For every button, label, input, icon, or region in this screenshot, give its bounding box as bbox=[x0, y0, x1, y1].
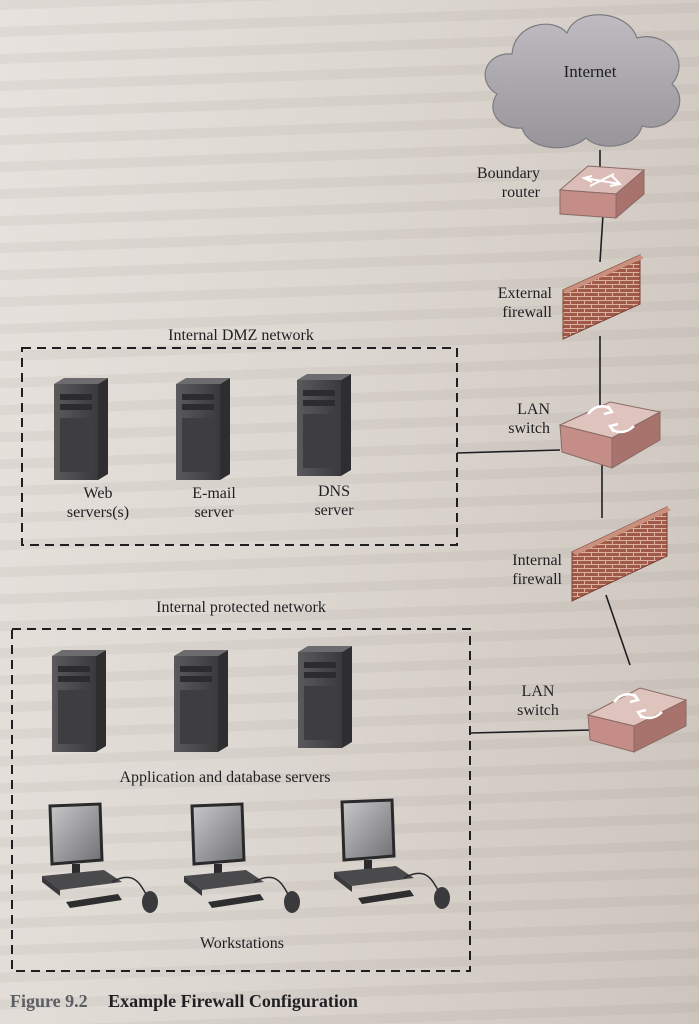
figure-title: Example Firewall Configuration bbox=[108, 991, 358, 1011]
workstation-icon-2 bbox=[184, 802, 300, 913]
email-server-label-line1: E-mail bbox=[192, 485, 236, 502]
workstations-label: Workstations bbox=[199, 935, 285, 952]
web-server-label: Web servers(s) bbox=[48, 484, 148, 522]
internal-firewall-label-line1: Internal bbox=[512, 552, 562, 569]
router-label-line1: Boundary bbox=[476, 165, 540, 182]
link-internal-firewall-switch bbox=[605, 594, 631, 666]
router-label: Boundary router bbox=[440, 164, 540, 202]
link-dmz-switch bbox=[456, 449, 561, 454]
dns-server-label-line2: server bbox=[314, 502, 354, 519]
lan-switch-icon-2 bbox=[586, 687, 688, 753]
internal-firewall-label-line2: firewall bbox=[512, 571, 562, 588]
workstation-icon bbox=[42, 802, 158, 913]
lan-switch-2-label: LAN switch bbox=[498, 682, 578, 720]
workstation-icon-3 bbox=[334, 798, 450, 909]
dns-server-icon bbox=[297, 374, 351, 476]
figure-number: Figure 9.2 bbox=[10, 991, 88, 1011]
lan-switch-icon bbox=[558, 401, 662, 469]
internet-label: Internet bbox=[563, 62, 617, 81]
external-firewall-label: External firewall bbox=[450, 284, 552, 322]
web-server-label-line2: servers(s) bbox=[66, 504, 130, 521]
dns-server-label: DNS server bbox=[284, 482, 384, 520]
lan-switch-2-label-line1: LAN bbox=[521, 683, 555, 700]
database-server-icon bbox=[174, 650, 228, 752]
link-router-external-firewall bbox=[599, 214, 604, 263]
figure-caption: Figure 9.2 Example Firewall Configuratio… bbox=[10, 991, 358, 1012]
email-server-label: E-mail server bbox=[164, 484, 264, 522]
servers-label: Application and database servers bbox=[119, 769, 331, 786]
lan-switch-label-line2: switch bbox=[508, 420, 550, 437]
router-label-line2: router bbox=[501, 184, 540, 201]
lan-switch-2-label-line2: switch bbox=[517, 702, 559, 719]
server-icon-3 bbox=[298, 646, 352, 748]
connection-lines bbox=[456, 150, 631, 734]
external-firewall-label-line2: firewall bbox=[502, 304, 552, 321]
external-firewall-label-line1: External bbox=[497, 285, 552, 302]
router-icon bbox=[558, 165, 646, 220]
protected-title: Internal protected network bbox=[156, 599, 326, 616]
web-server-icon bbox=[54, 378, 108, 480]
dmz-title: Internal DMZ network bbox=[168, 327, 314, 344]
email-server-icon bbox=[176, 378, 230, 480]
internet-cloud-icon bbox=[484, 14, 681, 149]
link-protected-switch bbox=[469, 729, 591, 734]
dns-server-label-line1: DNS bbox=[317, 483, 350, 500]
external-firewall-icon bbox=[562, 254, 644, 340]
app-server-icon bbox=[52, 650, 106, 752]
internal-firewall-icon bbox=[571, 506, 671, 602]
web-server-label-line1: Web bbox=[83, 485, 113, 502]
lan-switch-label: LAN switch bbox=[470, 400, 550, 438]
dmz-boundary bbox=[21, 347, 458, 546]
protected-boundary bbox=[11, 628, 471, 972]
email-server-label-line2: server bbox=[194, 504, 234, 521]
internal-firewall-label: Internal firewall bbox=[460, 551, 562, 589]
lan-switch-label-line1: LAN bbox=[517, 401, 550, 418]
